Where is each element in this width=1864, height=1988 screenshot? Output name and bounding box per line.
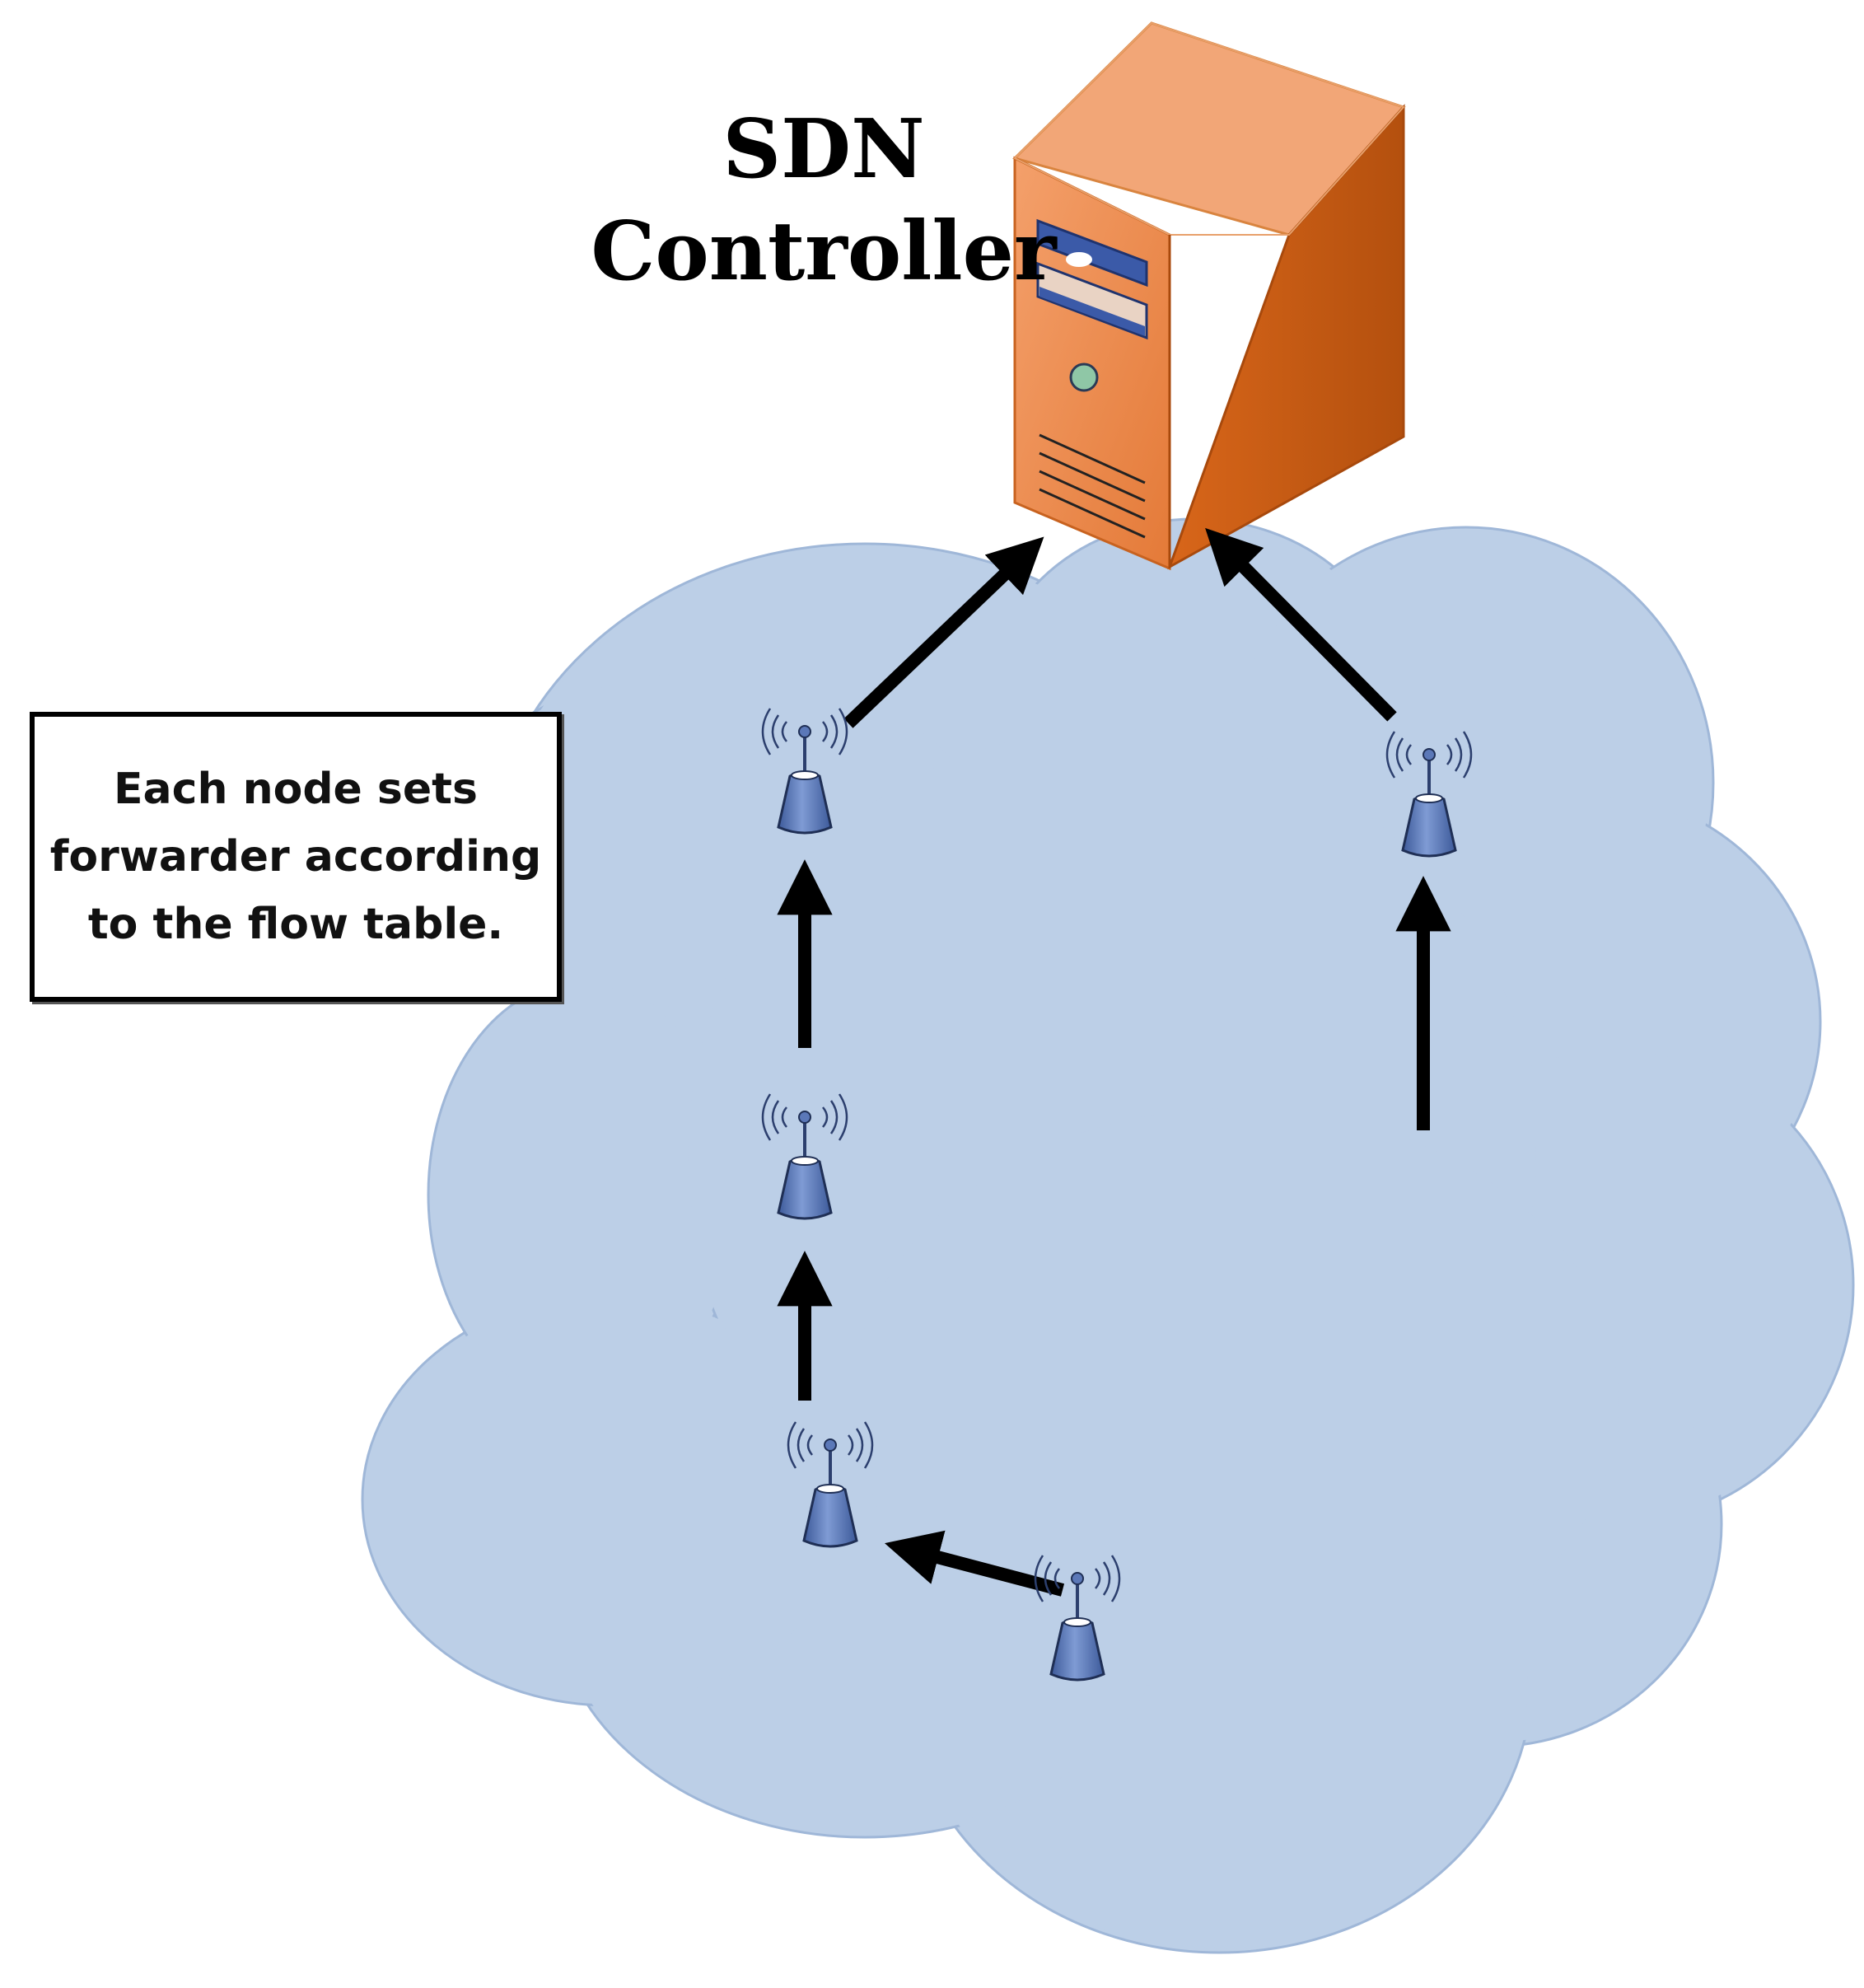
arrow-node-to-controller-right (1205, 527, 1397, 722)
controller-title: SDN Controller (577, 99, 1071, 303)
server-tower-icon (1012, 21, 1406, 571)
note-box: Each node sets forwarder according to th… (30, 712, 562, 1002)
arrow-node-to-controller-left (843, 536, 1044, 728)
flow-arrows (777, 527, 1451, 1597)
controller-title-line2: Controller (591, 204, 1057, 299)
note-text: Each node sets forwarder according to th… (49, 765, 542, 949)
network-cloud (361, 517, 1855, 1954)
controller-title-line1: SDN (722, 102, 925, 197)
